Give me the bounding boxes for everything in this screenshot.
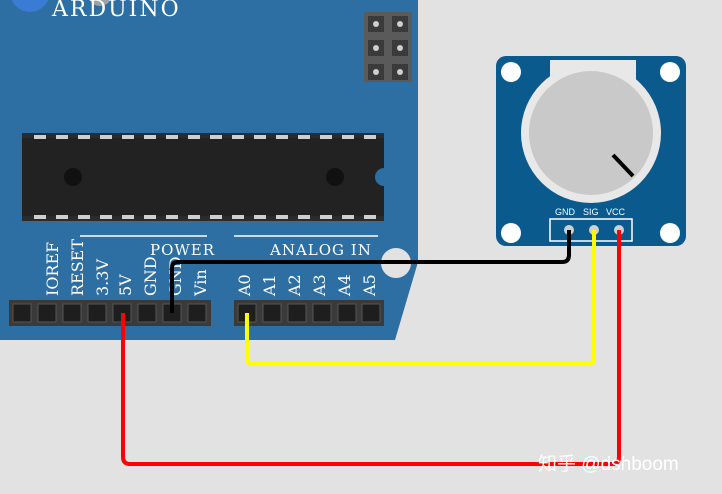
analog-pin-labels: A0 A1 A2 A3 A4 A5 <box>235 274 379 297</box>
wire-sig <box>245 230 596 366</box>
pin-label-a4: A4 <box>335 274 354 297</box>
logo-circle-gray <box>89 0 111 6</box>
pin-label-3v3: 3.3V <box>93 259 112 296</box>
knob-indicator <box>611 153 635 178</box>
pin-label-a0: A0 <box>235 274 254 297</box>
module-mount-hole <box>660 223 680 243</box>
pin-label-a2: A2 <box>285 274 304 297</box>
microcontroller-chip <box>22 133 393 221</box>
watermark: 知乎 @dshboom <box>538 453 679 475</box>
pin-label-a5: A5 <box>360 274 379 297</box>
pin-label-vin: Vin <box>191 269 210 297</box>
power-pin-header <box>9 300 211 326</box>
potentiometer-module: GND SIG VCC <box>496 56 686 246</box>
pin-label-ioref: IOREF <box>43 242 62 296</box>
analog-header-label: ANALOG IN <box>269 241 372 259</box>
module-pin-label-gnd: GND <box>555 207 576 217</box>
analog-pin-header <box>234 300 384 326</box>
module-pin-label-vcc: VCC <box>606 207 626 217</box>
module-pin-label-sig: SIG <box>583 207 599 217</box>
pin-label-5v: 5V <box>116 274 135 296</box>
module-mount-hole <box>501 223 521 243</box>
logo-circle-blue <box>11 0 49 12</box>
board-brand-label: ARDUINO <box>51 0 181 22</box>
pin-label-a3: A3 <box>310 274 329 297</box>
icsp-header <box>364 12 412 82</box>
module-mount-hole <box>501 62 521 82</box>
power-header-label: POWER <box>150 241 215 259</box>
pin-label-gnd-1: GND <box>141 256 160 296</box>
wire-gnd <box>170 230 571 313</box>
pin-label-a1: A1 <box>260 274 279 297</box>
wire-vcc <box>121 230 621 466</box>
pin-label-reset: RESET <box>68 239 87 296</box>
module-mount-hole <box>660 62 680 82</box>
